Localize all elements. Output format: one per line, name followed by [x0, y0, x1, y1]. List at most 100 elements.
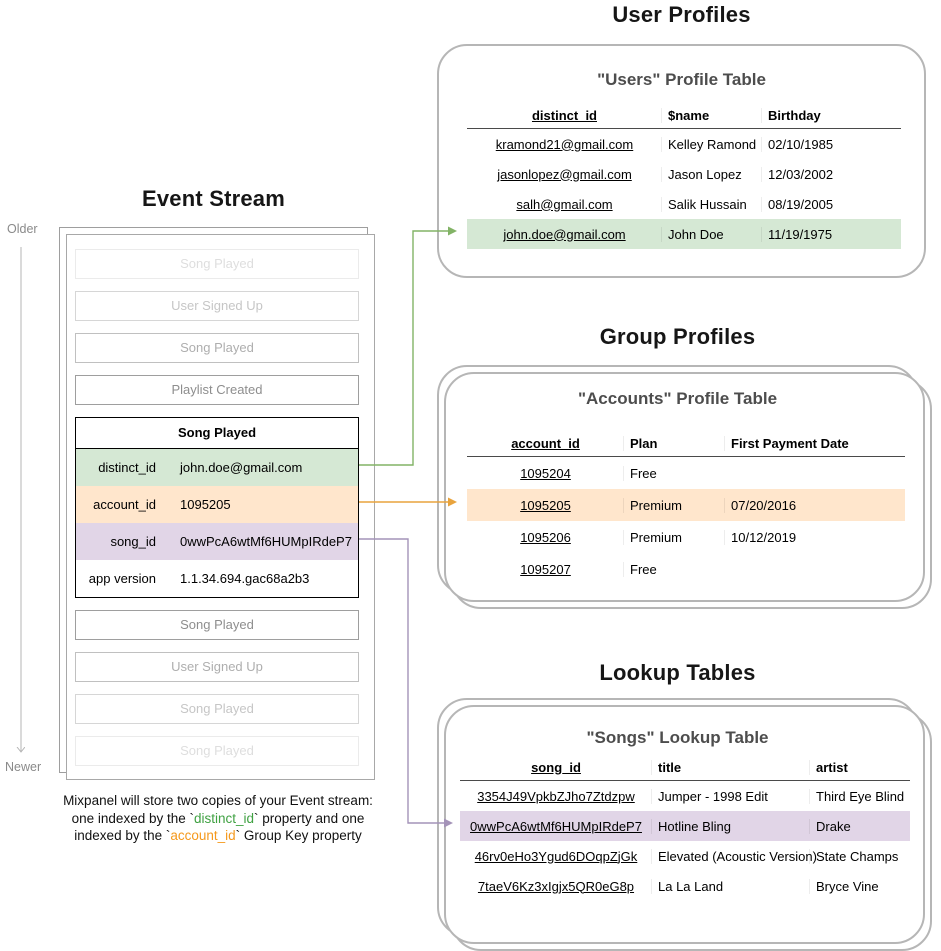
table-header-rule — [467, 128, 901, 129]
property-key: distinct_id — [98, 460, 156, 475]
table-cell: 07/20/2016 — [725, 498, 905, 513]
table-cell: kramond21@gmail.com — [495, 136, 634, 152]
songs-table-heading: "Songs" Lookup Table — [586, 728, 769, 747]
property-value: 1.1.34.694.gac68a2b3 — [180, 571, 310, 586]
table-header-rule — [460, 780, 910, 781]
table-cell: 08/19/2005 — [762, 197, 901, 212]
caption-line: indexed by the `account_id` Group Key pr… — [0, 827, 436, 845]
table-cell: Salik Hussain — [662, 197, 762, 212]
table-cell: Elevated (Acoustic Version) — [652, 849, 817, 864]
table-cell: 3354J49VpkbZJho7Ztdzpw — [477, 788, 635, 804]
caption-text: ` Group Key property — [235, 828, 362, 843]
table-cell: State Champs — [810, 849, 910, 864]
event-item: Song Played — [75, 694, 359, 724]
property-row-song-id: song_id 0wwPcA6wtMf6HUMpIRdeP7 — [76, 523, 358, 560]
event-item: Song Played — [75, 249, 359, 279]
inline-code-green: distinct_id — [193, 810, 255, 826]
column-header: account_id — [511, 435, 580, 451]
property-row-app-version: app version 1.1.34.694.gac68a2b3 — [76, 560, 358, 597]
table-row: 46rv0eHo3Ygud6DOqpZjGk Elevated (Acoustic… — [460, 841, 910, 871]
property-key: app version — [88, 571, 156, 586]
event-item: Playlist Created — [75, 375, 359, 405]
table-cell: John Doe — [662, 227, 762, 242]
event-item: User Signed Up — [75, 291, 359, 321]
table-cell: Hotline Bling — [652, 819, 810, 834]
table-cell: 11/19/1975 — [762, 227, 901, 242]
event-item: Song Played — [75, 333, 359, 363]
table-cell: 46rv0eHo3Ygud6DOqpZjGk — [474, 848, 638, 864]
event-name: Song Played — [76, 418, 358, 449]
table-cell: 1095207 — [520, 561, 571, 577]
column-header: Plan — [624, 436, 725, 451]
property-value: 1095205 — [180, 497, 231, 512]
caption: Mixpanel will store two copies of your E… — [0, 792, 436, 845]
property-value: 0wwPcA6wtMf6HUMpIRdeP7 — [180, 534, 352, 549]
table-cell: La La Land — [652, 879, 810, 894]
table-cell: Jumper - 1998 Edit — [652, 789, 810, 804]
table-cell: jasonlopez@gmail.com — [497, 166, 632, 182]
table-cell: Bryce Vine — [810, 879, 910, 894]
table-cell: Kelley Ramond — [662, 137, 762, 152]
column-header: Birthday — [762, 108, 901, 123]
table-cell: 1095206 — [520, 529, 571, 545]
table-cell: salh@gmail.com — [516, 196, 613, 212]
table-cell: 0wwPcA6wtMf6HUMpIRdeP7 — [470, 818, 642, 834]
caption-text: one indexed by the ` — [71, 810, 194, 826]
table-cell: Drake — [810, 819, 910, 834]
table-cell: Jason Lopez — [662, 167, 762, 182]
event-item: Song Played — [75, 736, 359, 766]
older-label: Older — [7, 222, 38, 236]
property-key: song_id — [110, 534, 156, 549]
table-cell: Premium — [624, 498, 725, 513]
users-table-heading: "Users" Profile Table — [597, 70, 766, 89]
group-profiles-title: Group Profiles — [599, 324, 756, 349]
table-row: 3354J49VpkbZJho7Ztdzpw Jumper - 1998 Edit… — [460, 781, 910, 811]
event-stream-title: Event Stream — [141, 186, 285, 211]
user-profiles-title: User Profiles — [612, 2, 751, 27]
table-cell: 02/10/1985 — [762, 137, 901, 152]
column-header: distinct_id — [531, 107, 597, 123]
caption-text: ` property and one — [254, 810, 365, 826]
event-item: Song Played — [75, 610, 359, 640]
column-header: First Payment Date — [725, 436, 905, 451]
inline-code-orange: account_id — [170, 828, 236, 843]
lookup-tables-title: Lookup Tables — [599, 660, 756, 685]
table-header-rule — [467, 456, 905, 457]
table-cell: 7taeV6Kz3xIgjx5QR0eG8p — [477, 878, 635, 894]
table-cell: 1095205 — [520, 497, 571, 513]
column-header: title — [652, 760, 810, 775]
property-value: john.doe@gmail.com — [180, 460, 303, 475]
table-cell: Premium — [624, 530, 725, 545]
table-row: 1095207 Free — [467, 553, 905, 585]
table-cell: Free — [624, 562, 725, 577]
table-cell: 12/03/2002 — [762, 167, 901, 182]
newer-label: Newer — [5, 760, 42, 774]
selected-event-card: Song Played distinct_id john.doe@gmail.com… — [75, 417, 359, 598]
column-header: $name — [662, 108, 762, 123]
property-row-distinct-id: distinct_id john.doe@gmail.com — [76, 449, 358, 486]
caption-text: indexed by the ` — [74, 828, 171, 843]
table-cell: 10/12/2019 — [725, 530, 905, 545]
column-header: song_id — [531, 759, 581, 775]
